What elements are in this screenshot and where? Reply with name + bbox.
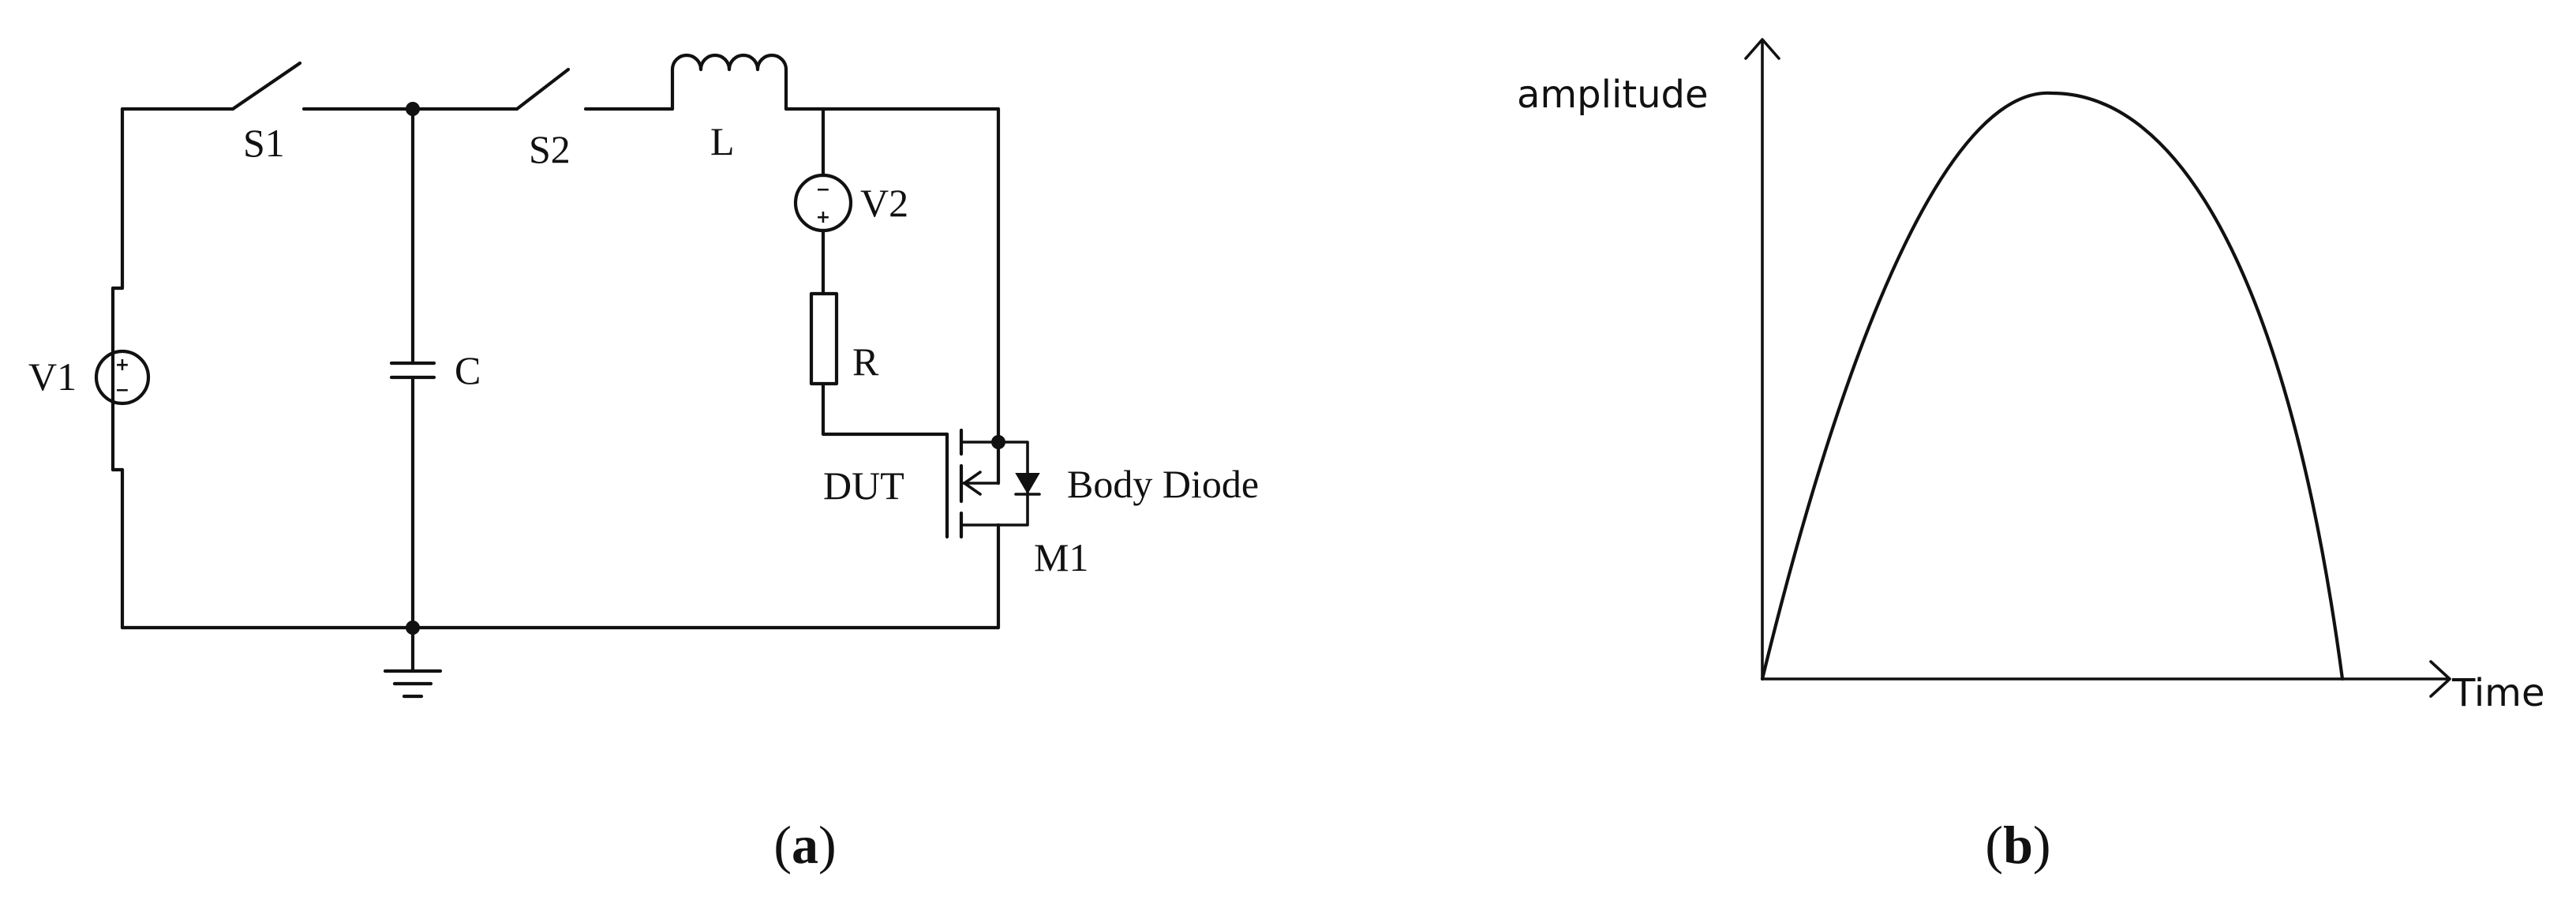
resistor-to-gate-wire xyxy=(821,381,949,437)
v2-minus-sign: − xyxy=(816,180,830,200)
v1-source-symbol: + − xyxy=(94,349,151,406)
resistor-symbol xyxy=(809,291,839,386)
s1-switch-symbol xyxy=(230,61,415,111)
s1-label: S1 xyxy=(243,121,285,165)
inductor-symbol xyxy=(670,53,788,111)
capacitor-label: C xyxy=(455,348,481,392)
waveform-diagram: amplitude Time xyxy=(1517,38,2544,715)
body-arrow xyxy=(963,471,982,496)
capacitor-symbol xyxy=(389,361,436,380)
caption-a: (a) xyxy=(773,815,836,875)
x-axis-arrow xyxy=(2429,660,2451,698)
mosfet-symbol xyxy=(945,107,1029,630)
body-diode-symbol xyxy=(1014,473,1041,496)
circuit-diagram: + − V1 S1 S2 L − + xyxy=(28,53,1259,699)
inductor-label: L xyxy=(710,119,735,163)
v1-minus-sign: − xyxy=(115,381,129,400)
v1-label: V1 xyxy=(28,354,77,399)
s2-switch-symbol xyxy=(515,67,675,111)
v2-source-symbol: − + xyxy=(793,173,853,233)
ground-symbol xyxy=(383,625,443,699)
resistor-label: R xyxy=(852,339,879,384)
drain-junction-dot xyxy=(991,435,1005,449)
caption-b: (b) xyxy=(1985,815,2050,875)
v2-plus-sign: + xyxy=(816,208,830,227)
amplitude-curve xyxy=(1760,91,2345,681)
left-wire xyxy=(110,107,125,630)
s2-label: S2 xyxy=(529,127,571,171)
y-axis-label: amplitude xyxy=(1517,73,1709,117)
v2-label: V2 xyxy=(860,181,908,225)
v1-plus-sign: + xyxy=(115,355,129,375)
m1-label: M1 xyxy=(1034,535,1088,579)
body-diode-label: Body Diode xyxy=(1067,462,1259,506)
top-junction-dot xyxy=(406,102,420,116)
dut-label: DUT xyxy=(823,463,904,508)
y-axis-arrow xyxy=(1744,38,1780,60)
x-axis-label: Time xyxy=(2451,671,2544,715)
